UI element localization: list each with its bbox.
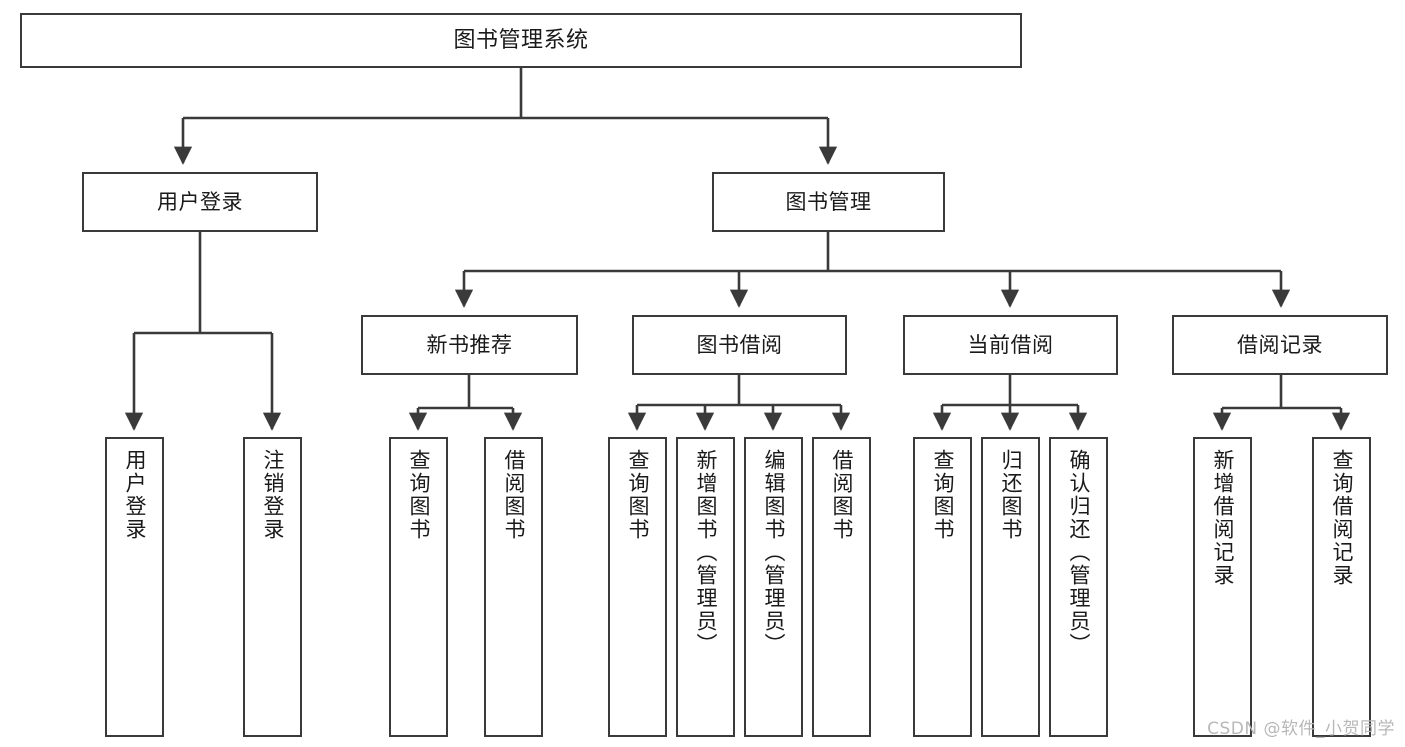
node-label: 新书推荐	[426, 332, 513, 357]
node-label: 查询借阅记录	[1330, 449, 1354, 587]
leaf-query-book-recommend[interactable]: 查询图书	[389, 437, 448, 737]
node-current-borrow[interactable]: 当前借阅	[903, 315, 1118, 375]
node-label: 借阅记录	[1237, 332, 1323, 357]
leaf-borrow-book[interactable]: 借阅图书	[812, 437, 871, 737]
node-label: 图书借阅	[696, 332, 783, 357]
leaf-edit-book-admin[interactable]: 编辑图书（管理员）	[744, 437, 803, 737]
node-label: 图书管理系统	[453, 27, 589, 53]
node-book-management[interactable]: 图书管理	[712, 172, 945, 232]
node-label: 图书管理	[785, 189, 872, 214]
leaf-add-borrow-record[interactable]: 新增借阅记录	[1193, 437, 1252, 737]
node-new-book-recommend[interactable]: 新书推荐	[361, 315, 578, 375]
node-label: 编辑图书（管理员）	[762, 449, 786, 656]
leaf-borrow-book-recommend[interactable]: 借阅图书	[484, 437, 543, 737]
leaf-return-book[interactable]: 归还图书	[981, 437, 1040, 737]
leaf-add-book-admin[interactable]: 新增图书（管理员）	[676, 437, 735, 737]
node-label: 新增图书（管理员）	[694, 449, 718, 656]
leaf-logout-login[interactable]: 注销登录	[243, 437, 302, 737]
node-label: 查询图书	[407, 449, 431, 541]
node-label: 新增借阅记录	[1211, 449, 1235, 587]
node-root-system[interactable]: 图书管理系统	[20, 13, 1022, 68]
node-label: 确认归还（管理员）	[1067, 449, 1091, 656]
node-label: 查询图书	[626, 449, 650, 541]
node-label: 借阅图书	[502, 449, 526, 541]
leaf-confirm-return-admin[interactable]: 确认归还（管理员）	[1049, 437, 1108, 737]
node-book-borrow[interactable]: 图书借阅	[632, 315, 847, 375]
node-label: 用户登录	[123, 449, 147, 541]
node-label: 归还图书	[999, 449, 1023, 541]
leaf-query-book-current[interactable]: 查询图书	[913, 437, 972, 737]
node-user-login[interactable]: 用户登录	[82, 172, 318, 232]
node-label: 当前借阅	[967, 332, 1054, 357]
node-label: 借阅图书	[830, 449, 854, 541]
node-label: 注销登录	[261, 449, 285, 541]
watermark-text: CSDN @软件_小贺同学	[1207, 719, 1395, 739]
leaf-query-borrow-record[interactable]: 查询借阅记录	[1312, 437, 1371, 737]
leaf-query-book-borrow[interactable]: 查询图书	[608, 437, 667, 737]
node-label: 查询图书	[931, 449, 955, 541]
node-borrow-record[interactable]: 借阅记录	[1172, 315, 1388, 375]
leaf-user-login[interactable]: 用户登录	[105, 437, 164, 737]
node-label: 用户登录	[157, 189, 243, 214]
